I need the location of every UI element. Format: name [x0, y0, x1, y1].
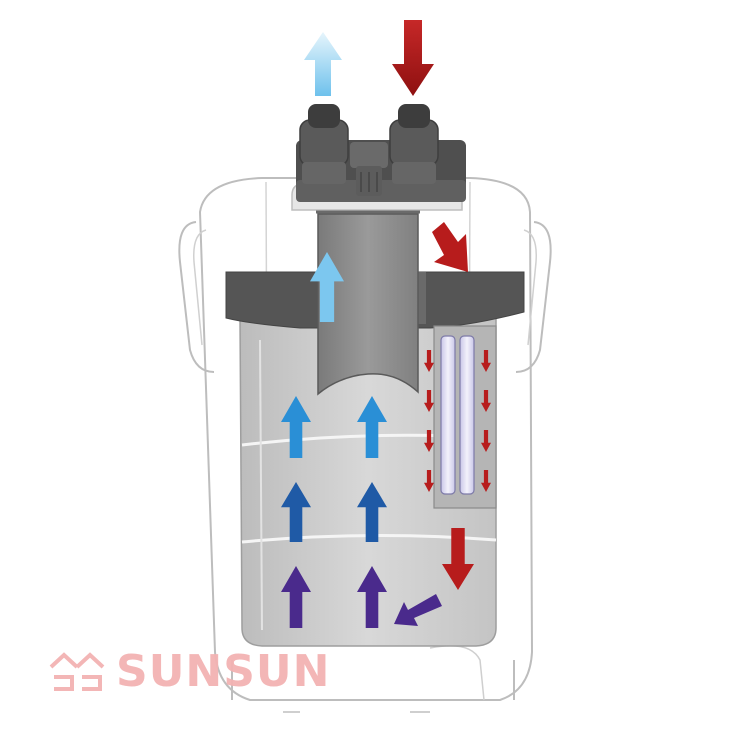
uv-flow-arrow — [481, 470, 491, 492]
inflow-arrow — [392, 20, 434, 96]
bottom-inflow-arrow — [394, 594, 442, 626]
uv-exit-arrow — [442, 528, 474, 590]
media-canister — [239, 317, 497, 647]
uv-flow-arrow — [424, 390, 434, 412]
uv-flow-arrow — [424, 430, 434, 452]
uv-flow-arrow — [481, 390, 491, 412]
tier2-flow-arrow — [281, 482, 311, 542]
uv-entry-arrow — [432, 222, 468, 272]
sunsun-logo-icon — [49, 652, 105, 691]
uv-flow-arrow — [424, 350, 434, 372]
uv-flow-arrow — [481, 350, 491, 372]
outflow-arrow — [304, 32, 342, 96]
flow-arrows — [281, 222, 491, 628]
tube-outflow-arrow — [310, 252, 344, 322]
tier1-flow-arrow — [281, 396, 311, 458]
valve-assembly — [296, 104, 466, 202]
uv-flow-arrow — [424, 470, 434, 492]
tier3-flow-arrow — [281, 566, 311, 628]
tier3-flow-arrow — [357, 566, 387, 628]
uv-flow-arrow — [481, 430, 491, 452]
tier1-flow-arrow — [357, 396, 387, 458]
brand-watermark: SUNSUN — [48, 645, 331, 697]
outflow-tube — [316, 210, 420, 396]
brand-name: SUNSUN — [116, 645, 331, 697]
tier2-flow-arrow — [357, 482, 387, 542]
